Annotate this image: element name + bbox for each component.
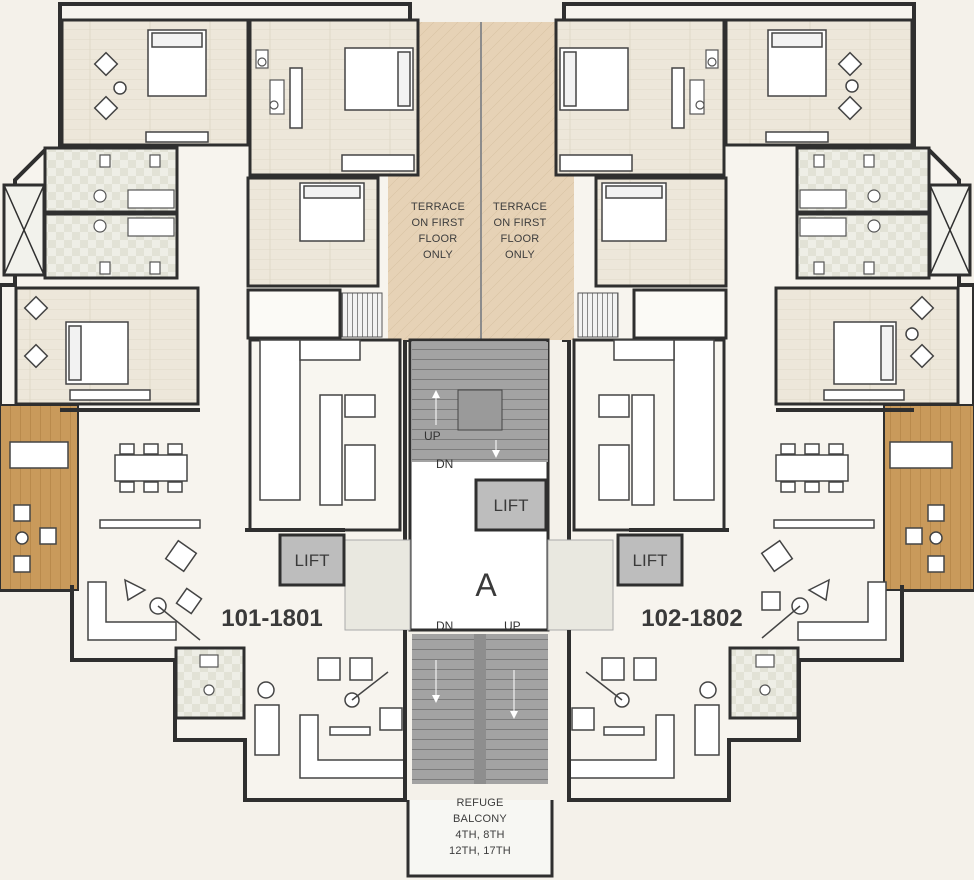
terrace-left-line-2: ON FIRST [412,217,465,229]
refuge-line-4: 12TH, 17TH [449,845,511,857]
stair-bottom-up-label: UP [504,619,521,633]
beds [65,29,897,385]
stair-top-dn-label: DN [436,457,453,471]
lift-center-label: LIFT [494,496,529,515]
refuge-line-2: BALCONY [453,813,507,825]
refuge-balcony [406,800,554,878]
lift-left-shaft [278,533,346,587]
side-tables [23,51,935,369]
refuge-label: REFUGE BALCONY 4TH, 8TH 12TH, 17TH [449,797,511,857]
lobby-right [547,539,614,631]
wardrobes [69,67,905,401]
unit-left-label: 101-1801 [221,605,322,632]
lobby-left [344,539,411,631]
terrace-right-line-2: ON FIRST [494,217,547,229]
stair-top-up-label: UP [424,429,441,443]
terrace-right-line-4: ONLY [505,249,535,261]
terrace-right-label: TERRACE ON FIRST FLOOR ONLY [493,201,547,261]
dining-sets [114,443,849,493]
walls [60,408,914,800]
lift-left-label: LIFT [295,551,330,570]
kitchens [259,339,715,506]
terrace-left-label: TERRACE ON FIRST FLOOR ONLY [411,201,465,261]
refuge-line-3: 4TH, 8TH [455,829,504,841]
terrace-right-line-1: TERRACE [493,201,547,213]
deck-left [0,404,79,591]
living-furniture [9,441,953,641]
terrace-left-line-1: TERRACE [411,201,465,213]
terrace-right-line-3: FLOOR [501,233,540,245]
lift-center-shaft [474,478,548,532]
stair-bottom-dn-label: DN [436,619,453,633]
lift-right-label: LIFT [633,551,668,570]
terrace-left-line-3: FLOOR [419,233,458,245]
refuge-line-1: REFUGE [456,797,503,809]
terrace-left-line-4: ONLY [423,249,453,261]
bath-fixtures [93,49,881,696]
unit-right-label: 102-1802 [641,605,742,632]
tower-label: A [475,567,497,603]
lift-right-shaft [616,533,684,587]
